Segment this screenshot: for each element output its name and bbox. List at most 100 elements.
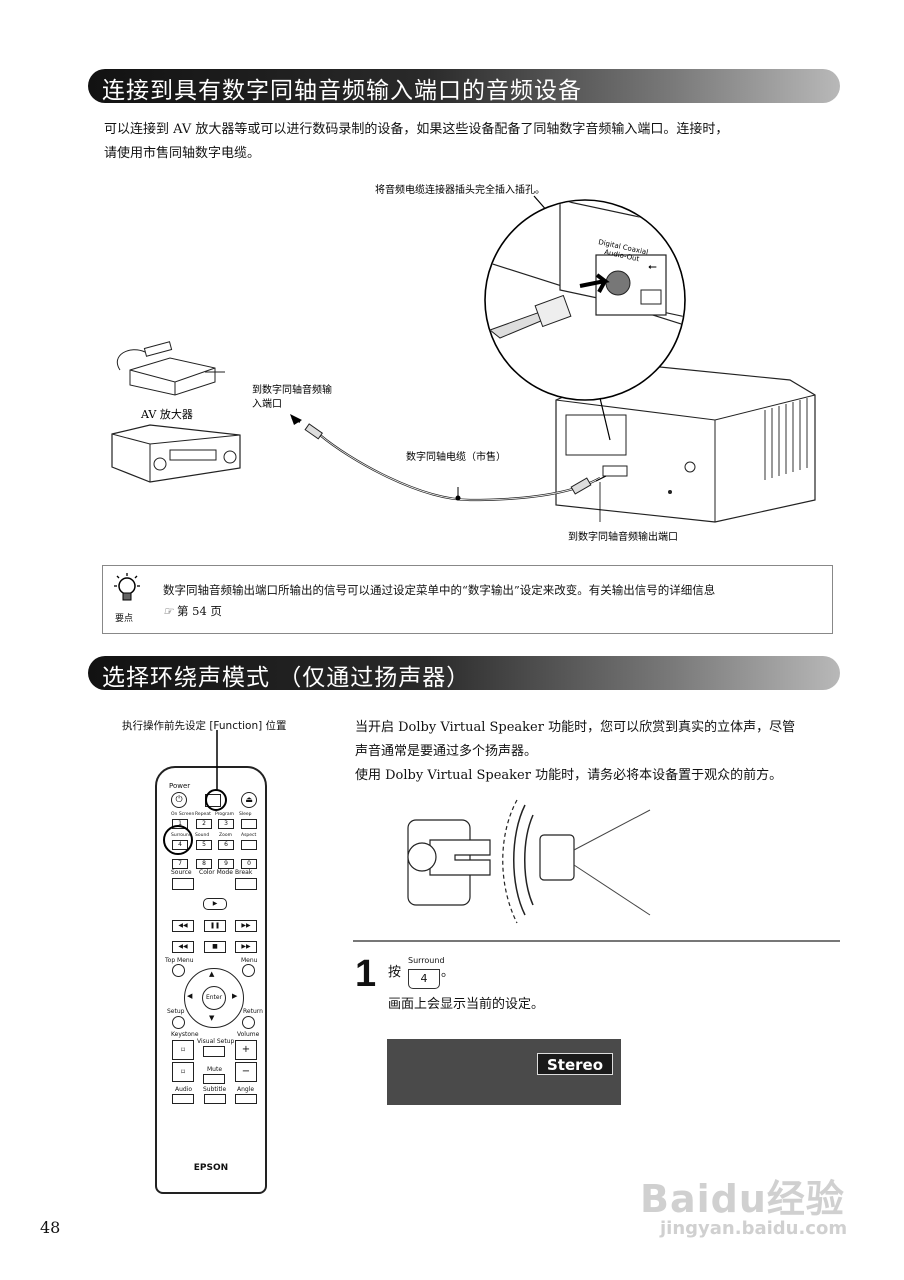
audio-label: Audio	[175, 1086, 193, 1093]
power-label: Power	[169, 782, 191, 790]
visual-setup-button[interactable]	[203, 1046, 225, 1057]
remote-highlights	[163, 730, 227, 855]
angle-button[interactable]	[235, 1094, 257, 1104]
section-heading-1: 连接到具有数字同轴音频输入端口的音频设备	[88, 69, 840, 104]
prev-button[interactable]: ◀◀	[172, 941, 194, 953]
para-line-3: 使用 Dolby Virtual Speaker 功能时，请务必将本设备置于观众…	[355, 768, 783, 783]
key-9[interactable]: 9	[218, 859, 234, 869]
av-amp-label: AV 放大器	[140, 407, 193, 421]
step-divider	[353, 940, 840, 942]
key-4-surround[interactable]: 4	[172, 840, 188, 850]
keystone-down-button[interactable]: ⌑	[172, 1062, 194, 1082]
down-arrow-icon[interactable]: ▼	[209, 1014, 215, 1022]
top-menu-button[interactable]	[172, 964, 185, 977]
step-press: 按	[388, 965, 402, 980]
top-menu-label: Top Menu	[165, 957, 194, 964]
key-8[interactable]: 8	[196, 859, 212, 869]
section-heading-2: 选择环绕声模式 （仅通过扬声器）	[88, 656, 840, 691]
person-head	[407, 842, 437, 872]
lightbulb-icon	[114, 573, 140, 601]
aspect-label: Aspect	[241, 833, 257, 838]
key-0[interactable]: 0	[241, 859, 257, 869]
intro-line-2: 请使用市售同轴数字电缆。	[104, 146, 261, 161]
menu-button[interactable]	[242, 964, 255, 977]
setup-button[interactable]	[172, 1016, 185, 1029]
right-arrow-icon[interactable]: ▶	[232, 992, 238, 1000]
setup-label: Setup	[167, 1008, 185, 1015]
key-aspect[interactable]	[241, 840, 257, 850]
av-amplifier	[111, 424, 241, 483]
zoom-label: Zoom	[219, 833, 232, 838]
subtitle-label: Subtitle	[203, 1086, 227, 1093]
watermark-brand: Baidu经验	[640, 1177, 845, 1221]
surround-paragraph: 当开启 Dolby Virtual Speaker 功能时，您可以欣赏到真实的立…	[355, 716, 835, 788]
eject-button[interactable]: ⏏	[241, 792, 257, 808]
return-button[interactable]	[242, 1016, 255, 1029]
tip-line-1: 数字同轴音频输出端口所输出的信号可以通过设定菜单中的“数字输出”设定来改变。有关…	[163, 583, 716, 597]
tip-line-2: 第 54 页	[176, 604, 222, 618]
key-7[interactable]: 7	[172, 859, 188, 869]
volume-down-button[interactable]: −	[235, 1062, 257, 1082]
surround-key-label: Surround	[408, 956, 445, 965]
para-line-1: 当开启 Dolby Virtual Speaker 功能时，您可以欣赏到真实的立…	[355, 720, 796, 735]
para-line-2: 声音通常是要通过多个扬声器。	[355, 744, 538, 759]
next-button[interactable]: ▶▶	[235, 941, 257, 953]
section-heading-1-text: 连接到具有数字同轴音频输入端口的音频设备	[102, 78, 582, 104]
projector-illustration	[555, 364, 816, 523]
to-input-label-1: 到数字同轴音频输	[252, 383, 332, 396]
mute-label: Mute	[207, 1066, 223, 1073]
forward-button[interactable]: ▶▶	[235, 920, 257, 932]
key-1[interactable]: 1	[172, 819, 188, 829]
remote-caption: 执行操作前先设定 [Function] 位置	[122, 720, 287, 732]
tip-icon-label: 要点	[115, 614, 134, 624]
dpad[interactable]	[184, 968, 244, 1028]
keystone-up-button[interactable]: ⌑	[172, 1040, 194, 1060]
step-number: 1	[355, 953, 377, 995]
callout-plug-text: 将音频电缆连接器插头完全插入插孔。	[375, 183, 545, 196]
sound-label: Sound	[195, 833, 210, 838]
source-button[interactable]	[172, 878, 194, 890]
brand-logo: EPSON	[193, 1163, 229, 1173]
break-label: Break	[235, 869, 253, 876]
program-label: Program	[215, 812, 234, 817]
listener-illustration	[407, 799, 651, 924]
watermark-url: jingyan.baidu.com	[660, 1218, 848, 1239]
page-ref-icon: ☞	[163, 604, 177, 618]
key-3[interactable]: 3	[218, 819, 234, 829]
play-button[interactable]: ▶	[203, 898, 227, 910]
source-label: Source	[171, 869, 192, 876]
onscreen-label: On Screen	[171, 812, 195, 817]
up-arrow-icon[interactable]: ▲	[209, 970, 215, 978]
return-label: Return	[243, 1008, 263, 1015]
to-input-label-2: 入端口	[252, 397, 282, 410]
pause-button[interactable]: ❚❚	[204, 920, 226, 932]
speaker-device	[539, 834, 575, 881]
audio-button[interactable]	[172, 1094, 194, 1104]
to-output-label: 到数字同轴音频输出端口	[568, 530, 678, 543]
remote-control: Power ⏻ ⏏ On Screen Repeat Program Sleep…	[155, 766, 267, 1194]
surround-key-4: 4	[408, 969, 440, 989]
intro-line-1: 可以连接到 AV 放大器等或可以进行数码录制的设备，如果这些设备配备了同轴数字音…	[104, 122, 729, 137]
enter-button[interactable]: Enter	[202, 986, 226, 1010]
angle-label: Angle	[237, 1086, 255, 1093]
keystone-label: Keystone	[171, 1031, 199, 1038]
power-button[interactable]: ⏻	[171, 792, 187, 808]
menu-label: Menu	[241, 957, 258, 964]
key-5[interactable]: 5	[196, 840, 212, 850]
step-description: 画面上会显示当前的设定。	[388, 997, 545, 1012]
sound-wave	[513, 804, 526, 916]
rewind-button[interactable]: ◀◀	[172, 920, 194, 932]
usb-icon: ⭠	[648, 260, 657, 273]
key-sleep[interactable]	[241, 819, 257, 829]
break-button[interactable]	[235, 878, 257, 890]
left-arrow-icon[interactable]: ◀	[187, 992, 193, 1000]
key-6[interactable]: 6	[218, 840, 234, 850]
intro-paragraph: 可以连接到 AV 放大器等或可以进行数码录制的设备，如果这些设备配备了同轴数字音…	[104, 118, 844, 166]
volume-up-button[interactable]: +	[235, 1040, 257, 1060]
subtitle-button[interactable]	[204, 1094, 226, 1104]
volume-label: Volume	[237, 1031, 260, 1038]
stop-button[interactable]: ■	[204, 941, 226, 953]
section-heading-2-text: 选择环绕声模式 （仅通过扬声器）	[102, 665, 471, 691]
mute-button[interactable]	[203, 1074, 225, 1084]
key-2[interactable]: 2	[196, 819, 212, 829]
